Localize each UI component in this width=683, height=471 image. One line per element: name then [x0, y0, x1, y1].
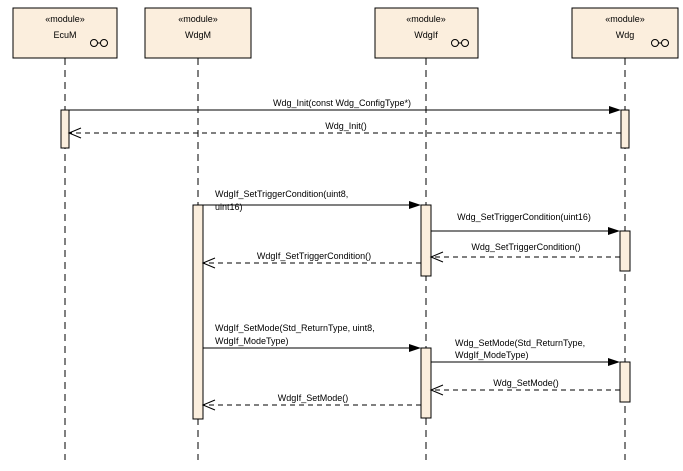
activation-wdg-init [620, 109, 630, 149]
module-name: WdgM [185, 30, 211, 40]
module-wdgm: «module» WdgM [144, 7, 252, 59]
module-name: Wdg [616, 30, 635, 40]
message-label: WdgIf_SetTriggerCondition(uint8, [215, 189, 348, 199]
activation-ecum [60, 109, 70, 149]
message-label-line2: WdgIf_ModeType) [215, 336, 289, 346]
message-label-line2: uint16) [215, 202, 243, 212]
activation-wdgm [192, 204, 204, 420]
module-stereotype: «module» [605, 14, 645, 24]
message-label: Wdg_SetMode(Std_ReturnType, [455, 338, 585, 348]
message-wdg-setmode-return: Wdg_SetMode() [429, 378, 620, 396]
message-label: WdgIf_SetMode() [278, 393, 349, 403]
module-ecum: «module» EcuM [12, 7, 118, 59]
module-stereotype: «module» [45, 14, 85, 24]
module-stereotype: «module» [406, 14, 446, 24]
module-stereotype: «module» [178, 14, 218, 24]
component-icon [451, 39, 469, 47]
message-wdgif-settrigger-return: WdgIf_SetTriggerCondition() [201, 251, 421, 269]
message-wdgif-settrigger-call: WdgIf_SetTriggerCondition(uint8, uint16) [203, 189, 421, 212]
module-name: WdgIf [414, 30, 438, 40]
message-wdg-init-call: Wdg_Init(const Wdg_ConfigType*) [69, 98, 621, 114]
message-wdgif-setmode-return: WdgIf_SetMode() [201, 393, 421, 411]
message-label: WdgIf_SetTriggerCondition() [257, 251, 371, 261]
message-label: WdgIf_SetMode(Std_ReturnType, uint8, [215, 323, 375, 333]
module-wdgif: «module» WdgIf [374, 7, 479, 59]
message-wdg-settrigger-call: Wdg_SetTriggerCondition(uint16) [431, 212, 620, 235]
message-label: Wdg_SetTriggerCondition() [471, 242, 580, 252]
message-wdg-init-return: Wdg_Init() [67, 121, 621, 139]
message-label: Wdg_SetMode() [493, 378, 559, 388]
activation-wdgif-mode [420, 347, 432, 419]
message-wdg-settrigger-return: Wdg_SetTriggerCondition() [429, 242, 620, 263]
message-label: Wdg_SetTriggerCondition(uint16) [457, 212, 591, 222]
message-label: Wdg_Init(const Wdg_ConfigType*) [273, 98, 411, 108]
activation-wdg-mode [619, 361, 631, 403]
message-label: Wdg_Init() [325, 121, 367, 131]
message-label-line2: WdgIf_ModeType) [455, 350, 529, 360]
activation-wdg-trigger [619, 230, 631, 272]
component-icon [90, 39, 108, 47]
component-icon [651, 39, 669, 47]
message-wdg-setmode-call: Wdg_SetMode(Std_ReturnType, WdgIf_ModeTy… [431, 338, 620, 366]
module-name: EcuM [53, 30, 76, 40]
activation-wdgif-trigger [420, 204, 432, 277]
message-wdgif-setmode-call: WdgIf_SetMode(Std_ReturnType, uint8, Wdg… [203, 323, 421, 352]
module-wdg: «module» Wdg [571, 7, 679, 59]
